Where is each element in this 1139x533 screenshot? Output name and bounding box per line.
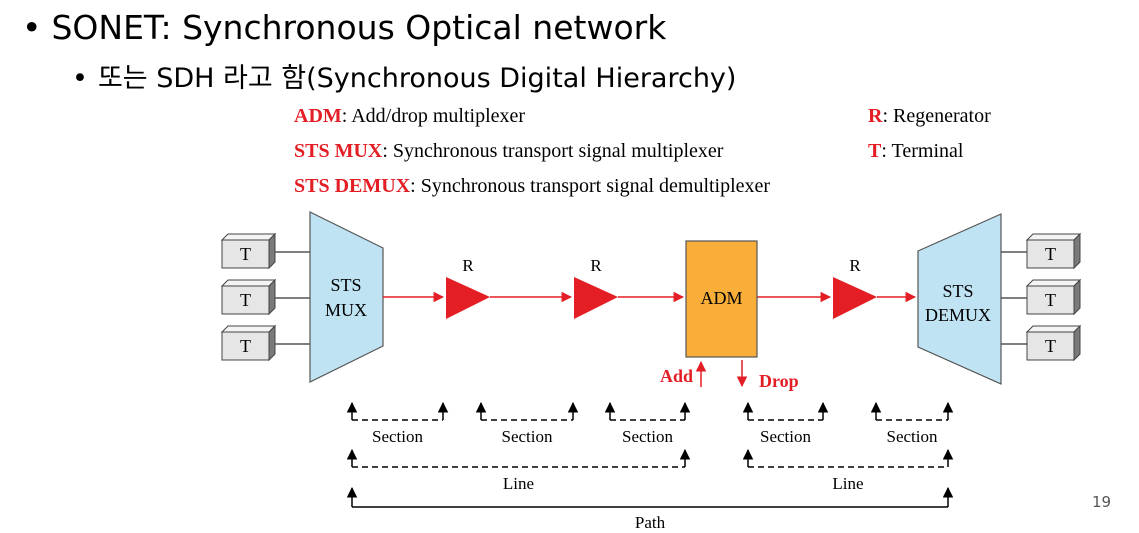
section-1: Section [346,401,449,446]
legend-demux-abbr: STS DEMUX [294,175,411,197]
legend-t-desc: : Terminal [881,140,964,162]
terminal-left-1-label: T [240,244,251,264]
legend-mux-desc: : Synchronous transport signal multiplex… [382,140,724,162]
terminal-right-1: T [1025,232,1082,270]
bullet-sdh-text: 또는 SDH 라고 함(Synchronous Digital Hierarch… [97,63,737,94]
terminal-left-2-label: T [240,290,251,310]
drop-label: Drop [759,371,799,391]
line-2: Line [742,448,954,493]
legend-r-desc: : Regenerator [882,105,991,127]
sts-mux-label-2: MUX [325,300,367,320]
legend-r-abbr: R [868,105,883,127]
terminal-right-3-label: T [1045,336,1056,356]
legend-adm: ADM: Add/drop multiplexer [294,105,525,128]
section-1-label: Section [372,427,423,446]
terminal-right-2: T [1025,278,1082,316]
sts-mux: STS MUX [309,211,384,383]
section-4: Section [742,401,829,446]
section-3-label: Section [622,427,673,446]
sts-demux-label-2: DEMUX [925,305,991,325]
page-number: 19 [1092,493,1112,511]
legend-adm-abbr: ADM [294,105,342,127]
terminal-left-3-label: T [240,336,251,356]
regenerator-1: R [446,256,490,319]
legend-demux-desc: : Synchronous transport signal demultipl… [410,175,771,197]
regenerator-2: R [574,256,618,319]
terminal-left-2: T [220,278,277,316]
terminal-left-1: T [220,232,277,270]
legend-regenerator: R: Regenerator [868,105,991,128]
bullet-sdh: •또는 SDH 라고 함(Synchronous Digital Hierarc… [72,63,737,94]
terminal-left-3: T [220,324,277,362]
sts-demux: STS DEMUX [917,213,1002,385]
legend-t-abbr: T [868,140,882,162]
legend-terminal: T: Terminal [868,140,963,163]
section-5: Section [870,401,954,446]
sts-mux-label-1: STS [330,275,361,295]
regenerator-3: R [833,256,877,319]
add-label: Add [660,366,693,386]
legend-adm-desc: : Add/drop multiplexer [341,105,526,127]
adm-block: ADM [685,240,758,358]
regenerator-3-label: R [849,256,861,275]
line-1-label: Line [503,474,534,493]
path: Path [346,486,954,532]
section-4-label: Section [760,427,811,446]
bullet-sonet-text: SONET: Synchronous Optical network [51,8,667,47]
section-3: Section [604,401,691,446]
section-2: Section [475,401,579,446]
regenerator-1-label: R [462,256,474,275]
adm-label: ADM [700,288,742,308]
regenerator-2-label: R [590,256,602,275]
terminal-right-2-label: T [1045,290,1056,310]
section-5-label: Section [887,427,938,446]
section-2-label: Section [502,427,553,446]
terminal-right-3: T [1025,324,1082,362]
legend-mux-abbr: STS MUX [294,140,383,162]
line-2-label: Line [832,474,863,493]
legend-mux: STS MUX: Synchronous transport signal mu… [294,140,723,163]
legend-demux: STS DEMUX: Synchronous transport signal … [294,175,770,198]
terminal-right-1-label: T [1045,244,1056,264]
sts-demux-label-1: STS [942,281,973,301]
path-label: Path [635,513,666,532]
bullet-sonet: •SONET: Synchronous Optical network [22,8,667,47]
line-1: Line [346,448,691,493]
